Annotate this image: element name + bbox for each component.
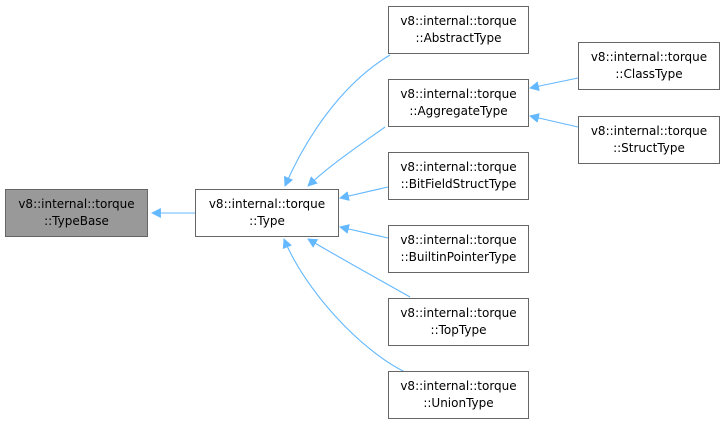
node-typebase: v8::internal::torque ::TypeBase: [5, 189, 148, 237]
edge-aggregate-type: [307, 126, 386, 187]
node-toptype[interactable]: v8::internal::torque ::TopType: [388, 298, 529, 346]
node-type-line1: v8::internal::torque: [208, 197, 326, 211]
edge-struct-aggregate: [529, 113, 579, 128]
node-abstracttype[interactable]: v8::internal::torque ::AbstractType: [388, 6, 529, 54]
node-toptype-line1: v8::internal::torque: [400, 306, 517, 320]
edge-bitfield-type: [339, 186, 389, 201]
node-uniontype-line2: ::UnionType: [423, 396, 494, 410]
node-type[interactable]: v8::internal::torque ::Type: [195, 189, 339, 237]
node-abstracttype-line2: ::AbstractType: [415, 31, 502, 45]
edge-union-type: [282, 238, 406, 373]
node-builtinpointertype[interactable]: v8::internal::torque ::BuiltinPointerTyp…: [388, 225, 529, 273]
node-bitfieldstructtype-line2: ::BitFieldStructType: [400, 177, 517, 191]
node-aggregatetype-line1: v8::internal::torque: [400, 87, 517, 101]
node-uniontype[interactable]: v8::internal::torque ::UnionType: [388, 371, 529, 419]
edge-class-aggregate: [529, 77, 579, 92]
edge-abstract-type: [284, 54, 391, 187]
node-bitfieldstructtype[interactable]: v8::internal::torque ::BitFieldStructTyp…: [388, 152, 529, 200]
node-uniontype-line1: v8::internal::torque: [400, 379, 517, 393]
edge-builtin-type: [339, 224, 389, 239]
node-classtype[interactable]: v8::internal::torque ::ClassType: [578, 42, 720, 90]
node-structtype-line1: v8::internal::torque: [590, 124, 708, 138]
node-builtinpointertype-line2: ::BuiltinPointerType: [400, 250, 517, 264]
node-classtype-line2: ::ClassType: [615, 67, 683, 81]
node-classtype-line1: v8::internal::torque: [590, 50, 708, 64]
node-typebase-line2: ::TypeBase: [44, 214, 109, 228]
node-aggregatetype[interactable]: v8::internal::torque ::AggregateType: [388, 79, 529, 127]
node-builtinpointertype-line1: v8::internal::torque: [400, 233, 517, 247]
node-aggregatetype-line2: ::AggregateType: [409, 104, 508, 118]
node-abstracttype-line1: v8::internal::torque: [400, 14, 517, 28]
node-type-line2: ::Type: [249, 214, 285, 228]
node-structtype[interactable]: v8::internal::torque ::StructType: [578, 116, 720, 164]
node-structtype-line2: ::StructType: [613, 141, 685, 155]
node-bitfieldstructtype-line1: v8::internal::torque: [400, 160, 517, 174]
node-typebase-line1: v8::internal::torque: [18, 197, 135, 211]
node-toptype-line2: ::TopType: [430, 323, 487, 337]
